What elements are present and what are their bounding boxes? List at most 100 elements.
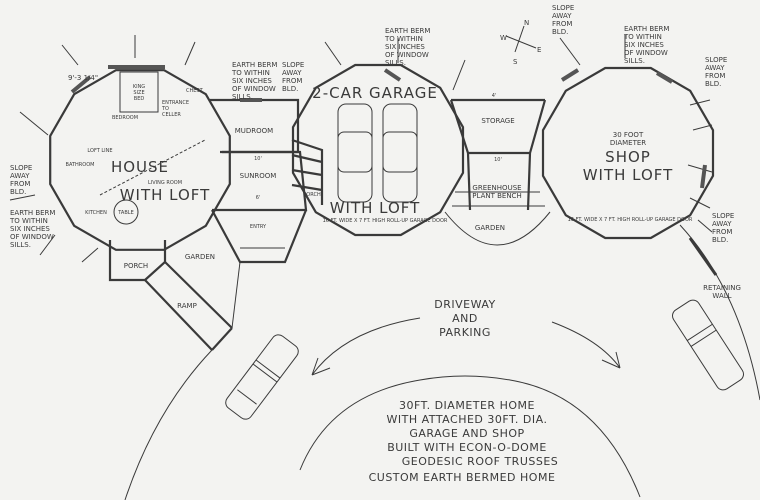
garden-edge	[231, 261, 241, 329]
sunroom-label: SUNROOM	[240, 172, 277, 180]
greenhouse-garden-label: GARDEN	[475, 224, 505, 232]
slope-note-shop-ne-line-1: SLOPE	[705, 56, 727, 64]
slope-note-shop-se-line-1: SLOPE	[712, 212, 734, 220]
garage-label: 2-CAR GARAGE	[312, 84, 438, 102]
earth-berm-note-garage-line-4: OF WINDOW	[385, 51, 429, 59]
compass-n: N	[524, 19, 529, 27]
slope-note-house-line-2: AWAY	[282, 69, 302, 77]
driveway-arrow-left	[311, 317, 421, 376]
earth-berm-note-west-line-2: TO WITHIN	[9, 217, 48, 225]
description-line-3: GARAGE AND SHOP	[409, 427, 524, 440]
compass-s: S	[513, 58, 518, 66]
description-line-1: 30FT. DIAMETER HOME	[399, 399, 535, 412]
house-side-dimension: 9'-3 1/4"	[68, 74, 98, 82]
garage-car-2	[382, 103, 418, 203]
garage-loft-label: WITH LOFT	[330, 199, 421, 217]
slope-note-house-line-1: SLOPE	[282, 61, 304, 69]
earth-berm-note-garage-line-3: SIX INCHES	[385, 43, 425, 51]
garage-dome	[291, 63, 465, 237]
driveway-arrow-right	[551, 321, 621, 369]
earth-berm-note-house-line-4: OF WINDOW	[232, 85, 276, 93]
house-label: HOUSE	[111, 158, 169, 176]
bed-label-1: KING	[133, 84, 145, 90]
king-bed	[119, 71, 159, 113]
labels: HOUSE WITH LOFT 2-CAR GARAGE WITH LOFT 3…	[66, 19, 741, 484]
car-left	[225, 334, 299, 420]
driveway-label-3: PARKING	[439, 326, 491, 339]
stair	[291, 138, 324, 205]
inner-island	[299, 375, 641, 498]
earth-berm-note-shop-line-1: EARTH BERM	[624, 25, 669, 33]
car-right	[672, 299, 744, 391]
slope-note-shop-se-line-2: AWAY	[712, 220, 732, 228]
retaining-wall-label-1: RETAINING	[703, 284, 741, 292]
porch-walls	[108, 240, 167, 282]
slope-arrows	[9, 35, 713, 263]
storage-dimension: 10'	[494, 157, 502, 163]
slope-note-house-line-3: FROM	[282, 77, 302, 85]
earth-berm-note-garage-line-1: EARTH BERM	[385, 27, 430, 35]
sunroom-dimension: 10'	[254, 156, 262, 162]
bed-label-3: BED	[134, 96, 145, 102]
cellar-label-1: ENTRANCE	[162, 100, 189, 106]
driveway-label-1: DRIVEWAY	[434, 298, 496, 311]
earth-berm-note-house-line-2: TO WITHIN	[231, 69, 270, 77]
slope-note-west-line-1: SLOPE	[10, 164, 32, 172]
living-room-label: LIVING ROOM	[148, 180, 182, 186]
greenhouse-label: GREENHOUSE	[472, 184, 521, 192]
cellar-label-2: TO	[161, 106, 169, 112]
slope-note-shop-se-line-4: BLD.	[712, 236, 728, 244]
plan-geometry	[9, 25, 760, 500]
shop-dome	[541, 66, 715, 240]
ramp-label: RAMP	[177, 302, 197, 310]
slope-note-west-line-4: BLD.	[10, 188, 26, 196]
earth-berm-note-shop-line-2: TO WITHIN	[623, 33, 662, 41]
side-porch-label: PORCH	[303, 192, 321, 198]
greenhouse-garden-arc	[444, 211, 551, 246]
earth-berm-note-garage-line-5: SILLS.	[385, 59, 406, 67]
slope-note-west-line-3: FROM	[10, 180, 30, 188]
entry-label: ENTRY	[250, 224, 267, 230]
plant-bench-label: PLANT BENCH	[472, 192, 521, 200]
bed-label-2: SIZE	[133, 90, 144, 96]
windows	[70, 65, 707, 189]
house-loft-label: WITH LOFT	[120, 186, 211, 204]
storage-label: STORAGE	[481, 117, 514, 125]
slope-note-north-line-4: BLD.	[552, 28, 568, 36]
driveway-label-2: AND	[452, 312, 478, 325]
shop-door-note: 16 FT. WIDE X 7 FT. HIGH ROLL-UP GARAGE …	[568, 217, 693, 223]
greenhouse-bench	[452, 191, 545, 207]
shop-loft-label: WITH LOFT	[583, 166, 674, 184]
cellar-label-3: CELLER	[162, 112, 181, 118]
garage-door-note: 16 FT. WIDE X 7 FT. HIGH ROLL-UP GARAGE …	[323, 218, 448, 224]
bathroom-label: BATHROOM	[66, 162, 95, 168]
description-line-5: GEODESIC ROOF TRUSSES	[402, 455, 559, 468]
slope-note-shop-ne-line-4: BLD.	[705, 80, 721, 88]
earth-berm-note-garage-line-2: TO WITHIN	[384, 35, 423, 43]
sunroom-walls	[212, 150, 308, 212]
description-line-4: BUILT WITH ECON-O-DOME	[387, 441, 547, 454]
earth-berm-note-house-line-5: SILLS.	[232, 93, 253, 101]
dining-table	[113, 199, 139, 225]
description-line-6: CUSTOM EARTH BERMED HOME	[369, 471, 556, 484]
slope-note-shop-ne-line-2: AWAY	[705, 64, 725, 72]
compass-icon	[505, 25, 537, 53]
table-label: TABLE	[117, 210, 133, 216]
shop-label: SHOP	[605, 148, 651, 166]
bedroom-label: BEDROOM	[112, 115, 138, 121]
slope-note-shop-se-line-3: FROM	[712, 228, 732, 236]
retaining-wall	[688, 237, 718, 276]
storage-walls	[449, 98, 547, 211]
description-line-2: WITH ATTACHED 30FT. DIA.	[387, 413, 548, 426]
earth-berm-note-west-line-4: OF WINDOW	[10, 233, 54, 241]
driveway-outer-right	[679, 224, 760, 401]
earth-berm-note-shop-line-3: SIX INCHES	[624, 41, 664, 49]
chest-label: CHEST	[186, 88, 204, 94]
slope-note-shop-ne-line-3: FROM	[705, 72, 725, 80]
earth-berm-note-west-line-5: SILLS.	[10, 241, 31, 249]
compass-w: W	[500, 34, 507, 42]
slope-note-north-line-2: AWAY	[552, 12, 572, 20]
earth-berm-note-west-line-1: EARTH BERM	[10, 209, 55, 217]
window-dimension: 4'	[492, 93, 497, 99]
